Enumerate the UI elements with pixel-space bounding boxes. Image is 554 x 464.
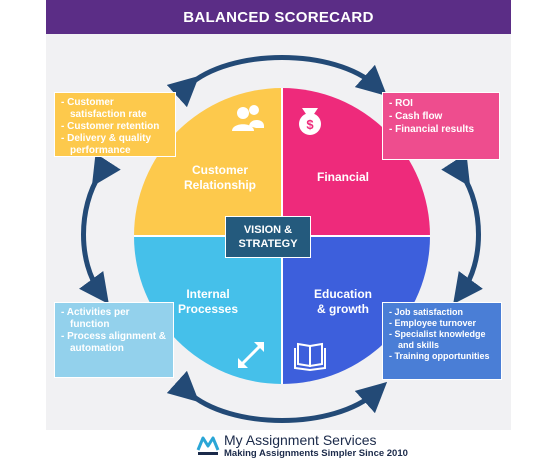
list-item: Job satisfaction xyxy=(389,307,495,318)
financial-metrics-box: ROI Cash flow Financial results xyxy=(382,92,500,160)
brand-footer: My Assignment Services Making Assignment… xyxy=(196,432,408,462)
education-label-line2: & growth xyxy=(317,302,369,316)
education-label-line1: Education xyxy=(313,287,372,301)
arrow-bottom xyxy=(166,370,388,423)
list-item: Customer retention xyxy=(61,121,169,133)
strategy-label: STRATEGY xyxy=(238,238,298,250)
list-item: Cash flow xyxy=(389,110,493,123)
open-book-icon xyxy=(294,342,326,372)
arrow-left xyxy=(79,153,121,305)
quadrant-internal xyxy=(134,236,282,384)
list-item: Activities per function xyxy=(61,307,167,331)
education-growth-label: Education & growth xyxy=(300,287,386,317)
financial-label: Financial xyxy=(303,170,383,185)
expand-arrows-icon xyxy=(238,342,264,368)
education-metrics-box: Job satisfaction Employee turnover Speci… xyxy=(382,302,502,380)
customer-metrics-box: Customer satisfaction rate Customer rete… xyxy=(54,92,176,157)
list-item: Customer satisfaction rate xyxy=(61,97,169,121)
customer-relationship-label: Customer Relationship xyxy=(170,163,270,193)
internal-metrics-box: Activities per function Process alignmen… xyxy=(54,302,174,378)
money-bag-icon: $ xyxy=(299,108,321,135)
title-banner: BALANCED SCORECARD xyxy=(46,0,511,34)
list-item: Delivery & quality performance xyxy=(61,133,169,157)
list-item: Financial results xyxy=(389,123,493,136)
vision-strategy-box: VISION & STRATEGY xyxy=(225,216,311,258)
people-icon xyxy=(232,105,264,131)
internal-processes-label: Internal Processes xyxy=(166,287,250,317)
arrow-right xyxy=(441,153,483,305)
list-item: ROI xyxy=(389,97,493,110)
quadrant-education xyxy=(282,236,430,384)
brand-tagline: Making Assignments Simpler Since 2010 xyxy=(224,448,408,459)
list-item: Process alignment & automation xyxy=(61,331,167,355)
svg-text:$: $ xyxy=(306,117,314,132)
list-item: Employee turnover xyxy=(389,318,495,329)
customer-label-line2: Relationship xyxy=(183,178,256,192)
arrow-top xyxy=(166,55,388,108)
vision-label: VISION & xyxy=(243,224,293,236)
customer-label-line1: Customer xyxy=(191,163,248,177)
financial-label-line1: Financial xyxy=(316,170,369,184)
list-item: Specialist knowledge and skills xyxy=(389,329,495,351)
brand-name: My Assignment Services xyxy=(224,432,377,448)
list-item: Training opportunities xyxy=(389,351,495,362)
page-title: BALANCED SCORECARD xyxy=(183,8,374,26)
internal-label-line2: Processes xyxy=(177,302,239,316)
ma-logo-icon xyxy=(196,436,220,455)
internal-label-line1: Internal xyxy=(186,287,230,301)
